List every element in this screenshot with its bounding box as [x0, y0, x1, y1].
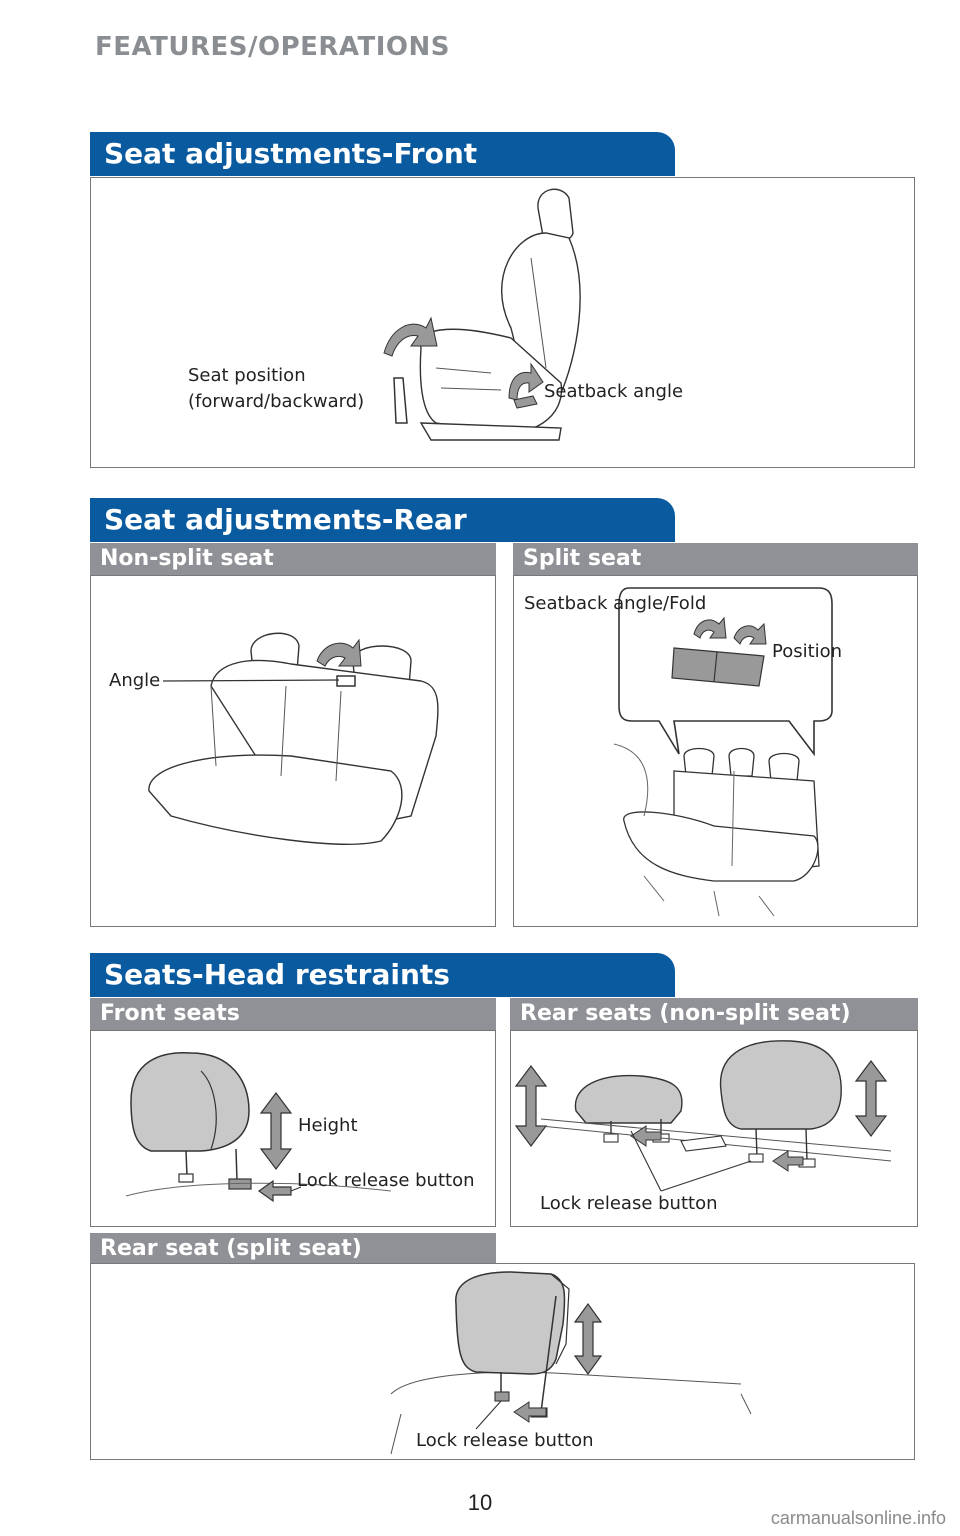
tab-non-split-seat: Non-split seat [90, 543, 496, 575]
label-height: Height [298, 1115, 358, 1136]
non-split-seat-illustration [148, 632, 439, 845]
label-lock-release-split: Lock release button [416, 1430, 594, 1451]
page-number: 10 [467, 1490, 493, 1515]
tab-rear-seat-split: Rear seat (split seat) [90, 1233, 496, 1265]
label-seatback-angle-fold: Seatback angle/Fold [524, 593, 707, 614]
watermark: carmanualsonline.info [770, 1508, 946, 1528]
non-split-seat-panel: Angle [90, 575, 496, 927]
front-seat-illustration [383, 188, 581, 441]
split-seat-illustration [613, 587, 833, 917]
label-seat-position-detail: (forward/backward) [188, 391, 365, 412]
tab-rear-seats-non-split: Rear seats (non-split seat) [510, 998, 918, 1030]
split-seat-panel: Seatback angle/Fold Position [513, 575, 918, 927]
label-position: Position [772, 641, 843, 662]
front-seat-panel: Seat position (forward/backward) Seatbac… [90, 177, 915, 468]
section-title-head-restraints: Seats-Head restraints [90, 953, 675, 997]
tab-front-seats: Front seats [90, 998, 496, 1030]
section-title-front: Seat adjustments-Front [90, 132, 675, 176]
page-header-title: FEATURES/OPERATIONS [95, 32, 451, 62]
split-head-restraint-illustration [390, 1271, 752, 1455]
label-angle: Angle [109, 670, 161, 691]
label-seatback-angle: Seatback angle [544, 381, 684, 402]
split-head-restraint-panel: Lock release button [90, 1263, 915, 1460]
label-seat-position: Seat position [188, 365, 306, 386]
tab-split-seat: Split seat [513, 543, 918, 575]
rear-head-restraint-panel: Lock release button [510, 1030, 918, 1227]
label-lock-release-front: Lock release button [297, 1170, 475, 1191]
front-head-restraint-illustration [125, 1052, 392, 1203]
rear-head-restraint-illustration [514, 1040, 892, 1192]
section-title-rear: Seat adjustments-Rear [90, 498, 675, 542]
front-head-restraint-panel: Height Lock release button [90, 1030, 496, 1227]
label-lock-release-rear: Lock release button [540, 1193, 718, 1214]
